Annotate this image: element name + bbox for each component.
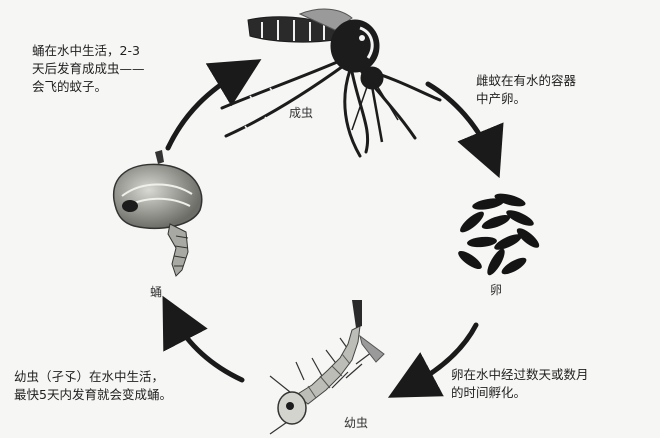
note-egg-hatch-line-1: 卵在水中经过数天或数月 bbox=[451, 367, 589, 382]
larva-illustration bbox=[269, 300, 385, 435]
note-pupa-to-adult: 蛹在水中生活，2-3 天后发育成成虫—— 会飞的蚊子。 bbox=[32, 42, 145, 96]
note-adult-lays-eggs-line-2: 中产卵。 bbox=[476, 91, 527, 106]
note-egg-hatch: 卵在水中经过数天或数月 的时间孵化。 bbox=[451, 366, 589, 402]
pupa-illustration bbox=[113, 150, 203, 277]
note-larva-to-pupa-line-2: 最快5天内发育就会变成蛹。 bbox=[14, 387, 172, 402]
stage-label-pupa: 蛹 bbox=[150, 285, 163, 299]
note-egg-hatch-line-2: 的时间孵化。 bbox=[451, 385, 527, 400]
note-pupa-to-adult-line-3: 会飞的蚊子。 bbox=[32, 79, 108, 94]
note-larva-to-pupa-line-1: 幼虫（孑孓）在水中生活， bbox=[14, 369, 165, 384]
stage-label-adult: 成虫 bbox=[289, 106, 314, 120]
arrow-egg-to-larva bbox=[387, 322, 479, 398]
stage-label-egg: 卵 bbox=[490, 283, 503, 297]
arrow-larva-to-pupa bbox=[162, 295, 245, 383]
note-larva-to-pupa: 幼虫（孑孓）在水中生活， 最快5天内发育就会变成蛹。 bbox=[14, 368, 172, 404]
adult-mosquito-illustration bbox=[220, 8, 442, 158]
arrow-pupa-to-adult bbox=[165, 59, 262, 151]
eggs-illustration bbox=[458, 193, 540, 276]
note-pupa-to-adult-line-2: 天后发育成成虫—— bbox=[32, 61, 145, 76]
stage-label-larva: 幼虫 bbox=[344, 416, 369, 430]
arrow-adult-to-egg bbox=[425, 81, 504, 179]
note-pupa-to-adult-line-1: 蛹在水中生活，2-3 bbox=[32, 43, 140, 58]
note-adult-lays-eggs: 雌蚊在有水的容器 中产卵。 bbox=[476, 72, 576, 108]
note-adult-lays-eggs-line-1: 雌蚊在有水的容器 bbox=[476, 73, 577, 88]
